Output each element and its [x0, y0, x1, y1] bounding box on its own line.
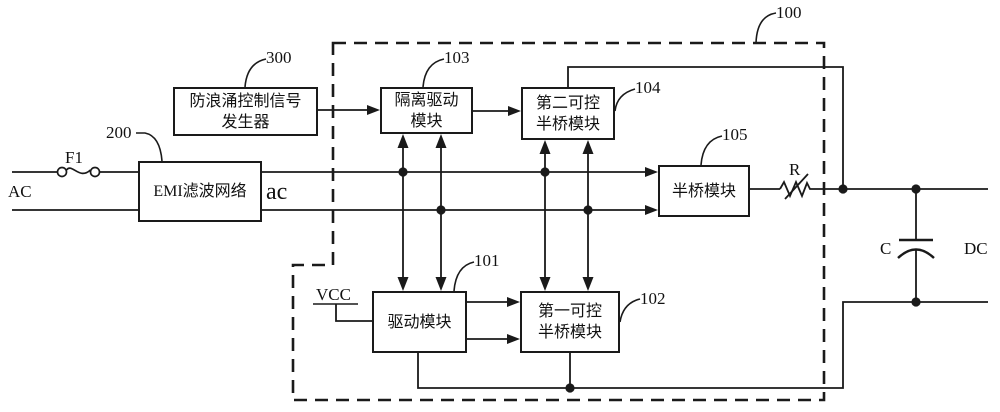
block-second-controllable-half-bridge: 第二可控 半桥模块	[521, 87, 615, 140]
vcc-label: VCC	[316, 285, 351, 304]
junction-dots	[398, 167, 921, 393]
capacitor-icon	[897, 189, 935, 302]
ref-label-102: 102	[640, 289, 666, 308]
block-drive-module: 驱动模块	[372, 291, 467, 353]
block-label: 驱动模块	[387, 313, 452, 331]
ac-input-label: AC	[8, 182, 32, 201]
block-label: 模块	[410, 112, 443, 130]
capacitor-label: C	[880, 239, 892, 258]
block-label: 隔离驱动	[394, 91, 459, 109]
ac-internal-label: ac	[266, 179, 288, 205]
block-label: 第二可控	[535, 94, 600, 112]
wire-101-to-102	[467, 301, 507, 340]
ref-label-100: 100	[776, 3, 802, 22]
block-label: 半桥模块	[671, 182, 736, 200]
ref-label-300: 300	[266, 48, 292, 67]
wire-feedback-104	[567, 66, 844, 185]
block-label: 发生器	[221, 113, 270, 131]
ref-label-104: 104	[635, 78, 661, 97]
block-label: 半桥模块	[537, 324, 602, 341]
wire-vcc	[313, 303, 372, 322]
fuse-label: F1	[65, 148, 83, 167]
block-label: EMI滤波网络	[153, 183, 247, 200]
block-isolated-drive-module: 隔离驱动 模块	[380, 87, 473, 134]
ref-label-101: 101	[474, 251, 500, 270]
block-emi-filter-network: EMI滤波网络	[138, 161, 262, 222]
wire-ac-input	[12, 171, 138, 211]
wire-dc-output	[750, 173, 988, 200]
dc-output-label: DC	[964, 239, 988, 258]
block-label: 半桥模块	[535, 115, 600, 133]
fuse-icon	[56, 166, 101, 178]
dashed-boundary-100	[291, 41, 826, 402]
ref-label-105: 105	[722, 125, 748, 144]
wire-return-rail	[417, 301, 988, 389]
leader-lines	[136, 12, 777, 323]
block-label: 第一可控	[537, 303, 602, 320]
ref-label-200: 200	[106, 123, 132, 142]
arrowheads	[367, 105, 658, 344]
block-surge-control-signal-generator: 防浪涌控制信号 发生器	[173, 87, 318, 136]
block-half-bridge-module: 半桥模块	[658, 165, 750, 217]
ref-label-103: 103	[444, 48, 470, 67]
block-first-controllable-half-bridge: 第一可控 半桥模块	[520, 291, 620, 353]
wire-ac-bus	[262, 171, 646, 211]
block-label: 防浪涌控制信号	[189, 92, 302, 110]
resistor-label: R	[789, 160, 801, 179]
